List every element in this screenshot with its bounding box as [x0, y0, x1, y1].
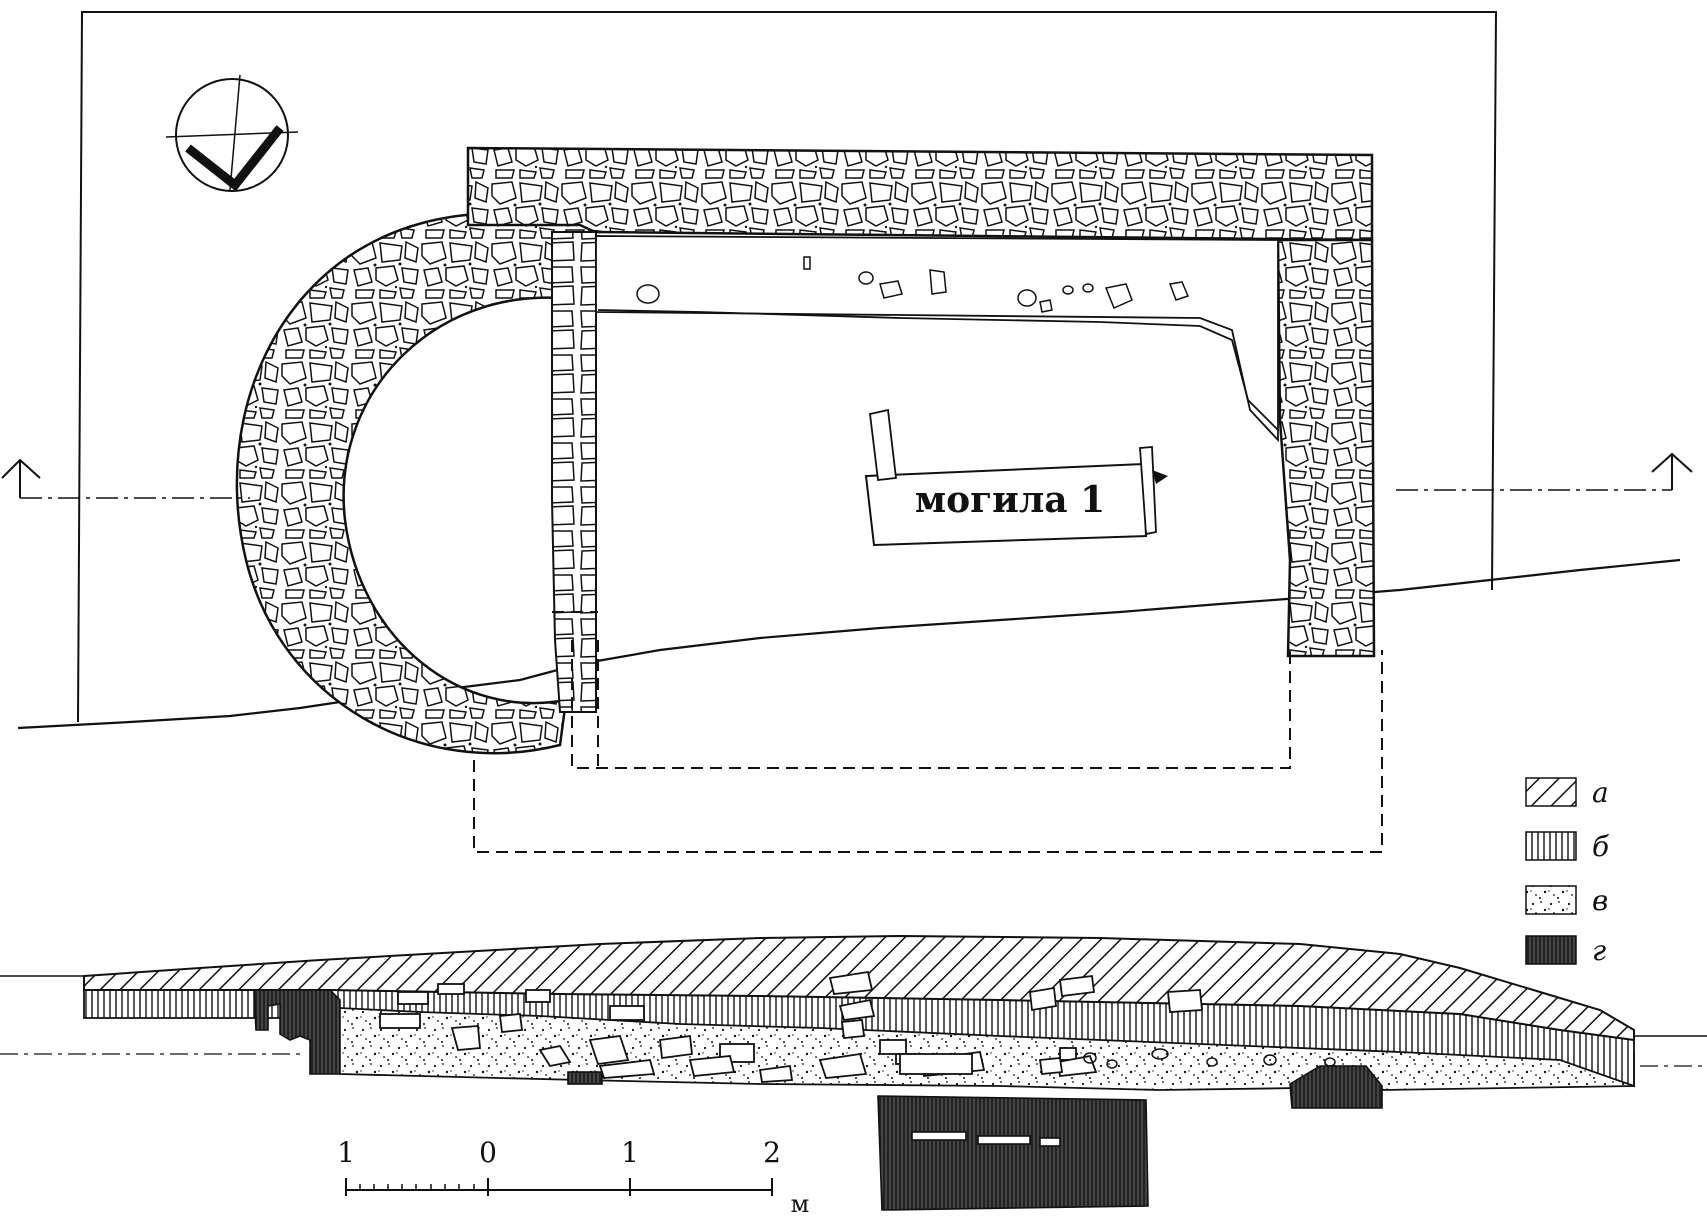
- section-line: [20, 489, 1672, 499]
- legend-item-g: г: [1525, 934, 1606, 967]
- scale-label-2: 2: [763, 1136, 781, 1169]
- scale-label-1: 1: [621, 1136, 639, 1169]
- grave-1: могила 1: [864, 408, 1168, 547]
- north-arrow-icon: [165, 74, 299, 192]
- scale-unit: м: [791, 1190, 810, 1216]
- section-small-stones: [1083, 1048, 1336, 1069]
- svg-text:г: г: [1592, 934, 1606, 967]
- west-inner-wall: [551, 231, 597, 713]
- section-axis: [0, 1053, 1707, 1067]
- east-wall: [1276, 238, 1376, 658]
- ground-line-section: [0, 975, 1707, 1037]
- scale-bar-line: [345, 1178, 773, 1196]
- legend: а б в г: [1525, 776, 1610, 967]
- section-marker-right-icon: [1651, 452, 1693, 490]
- svg-text:в: в: [1592, 884, 1608, 917]
- layer-g: [253, 989, 1383, 1211]
- floor-stones: [636, 256, 1190, 313]
- north-wall: [466, 146, 1374, 242]
- legend-item-b: б: [1525, 830, 1610, 863]
- plan-view: могила 1: [1, 11, 1693, 853]
- section-view: [0, 934, 1707, 1211]
- floor-edge: [597, 309, 1279, 431]
- scale-label-1-left: 1: [337, 1136, 355, 1169]
- nave-interior: [595, 235, 1279, 443]
- svg-text:а: а: [1592, 776, 1609, 809]
- legend-item-v: в: [1525, 884, 1608, 917]
- svg-text:б: б: [1592, 830, 1610, 863]
- scale-bar: 1 0 1 2 м: [337, 1136, 810, 1218]
- legend-item-a: а: [1525, 776, 1609, 809]
- excavation-boundary: [77, 11, 1498, 723]
- section-marker-left-icon: [1, 458, 41, 498]
- apse-wall: [235, 212, 592, 755]
- grave-label: могила 1: [915, 479, 1105, 521]
- ground-line-plan: [17, 558, 1681, 730]
- scale-label-0: 0: [479, 1136, 497, 1169]
- reconstruction-dashed-lines: [473, 611, 1383, 853]
- scale-bar-minor-ticks: [359, 1184, 475, 1190]
- section-stones: [379, 970, 1203, 1083]
